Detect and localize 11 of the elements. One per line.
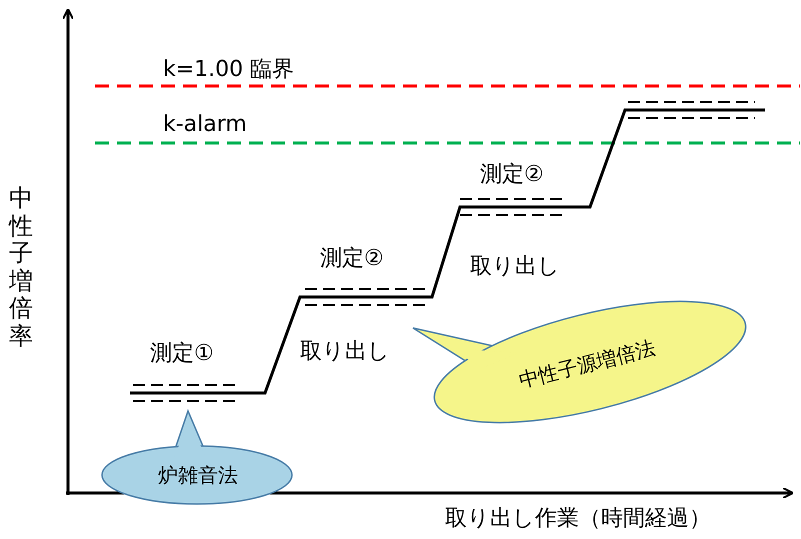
axis-label: 取り出し作業（時間経過）	[445, 507, 711, 532]
step-label: 測定②	[480, 163, 544, 188]
bubble-text: 炉雑音法	[158, 464, 238, 486]
step-label: 取り出し	[300, 340, 390, 364]
line-label: k=1.00 臨界	[163, 58, 294, 82]
step-label: 取り出し	[470, 255, 560, 280]
step-label: 測定②	[320, 247, 384, 272]
bubble-text: 中性子源増倍法	[516, 336, 658, 392]
step-label: 測定①	[150, 342, 214, 366]
axis-label: 中性子増倍率	[8, 185, 34, 351]
line-label: k-alarm	[163, 113, 247, 138]
